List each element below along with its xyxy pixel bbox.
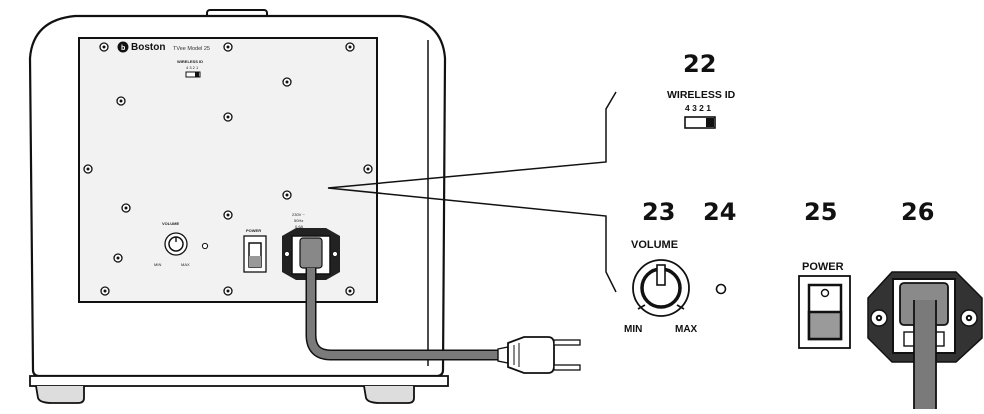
wireless-id-digits: 4 3 2 1 (685, 103, 711, 113)
screw (113, 253, 123, 263)
volume-tick-max (676, 304, 685, 310)
panel-ac-rating-3: 0.6A (295, 224, 304, 229)
panel-max-label: MAX (181, 262, 190, 267)
ac-inlet-screw-left (870, 309, 888, 327)
zoom-leader-lines (327, 91, 617, 293)
brand-name: Boston (131, 42, 165, 53)
wireless-id-label: WIRELESS ID (667, 89, 736, 101)
led-indicator (715, 283, 727, 295)
screw (363, 164, 373, 174)
screw (345, 286, 355, 296)
screw (223, 210, 233, 220)
screw (223, 112, 233, 122)
screw (83, 164, 93, 174)
screw (282, 77, 292, 87)
volume-tick-min (637, 304, 646, 310)
volume-min-label: MIN (624, 324, 642, 335)
brand-logo-icon (117, 41, 129, 53)
callout-number-24: 24 (703, 198, 736, 226)
power-switch-on-mark (820, 288, 830, 298)
brand-logo: b Boston TVee Model 25 (117, 41, 210, 53)
svg-text:b: b (121, 45, 125, 52)
panel-ac-plug (299, 237, 323, 269)
power-cord (305, 268, 581, 374)
panel-ac-rating-1: 230V ~ (292, 212, 305, 217)
callout-number-26: 26 (901, 198, 934, 226)
volume-knob-pointer (656, 264, 666, 286)
panel-wireless-id-label: WIRELESS ID (177, 59, 203, 64)
screw (121, 203, 131, 213)
callout-number-23: 23 (642, 198, 675, 226)
volume-max-label: MAX (675, 324, 698, 335)
panel-min-label: MIN (154, 262, 161, 267)
model-name: TVee Model 25 (173, 46, 210, 52)
callout-ac-inlet: 26 (867, 198, 983, 409)
panel-wireless-digits: 4 3 2 1 (186, 65, 199, 70)
power-switch-rocker (807, 310, 843, 341)
callout-power: 25 POWER (798, 198, 851, 349)
callout-volume: 23 VOLUME MIN MAX (624, 198, 698, 335)
panel-power-label: POWER (246, 228, 261, 233)
screw (223, 42, 233, 52)
panel-screws (83, 42, 373, 296)
power-label: POWER (802, 261, 844, 273)
screw (116, 96, 126, 106)
screw (345, 42, 355, 52)
wireless-id-switch[interactable] (684, 116, 716, 129)
cabinet-base (29, 375, 449, 387)
callout-number-22: 22 (683, 50, 716, 78)
rear-panel: b Boston TVee Model 25 WIRELESS ID 4 3 2… (78, 37, 378, 303)
power-plug-body (507, 336, 555, 374)
wireless-id-switch-toggle (706, 118, 714, 127)
panel-led-indicator (201, 242, 209, 250)
ac-cord (914, 300, 936, 409)
foot-left (35, 385, 85, 404)
volume-label: VOLUME (631, 239, 678, 251)
panel-ac-rating-2: 50Hz (294, 218, 303, 223)
screw (99, 42, 109, 52)
callout-wireless-id: 22 WIRELESS ID 4 3 2 1 (667, 50, 736, 129)
plug-strain-relief (497, 346, 509, 364)
foot-right (363, 385, 415, 404)
panel-volume-label: VOLUME (162, 221, 179, 226)
screw (100, 286, 110, 296)
screw (282, 190, 292, 200)
plug-prong-top (553, 339, 581, 346)
plug-prong-bottom (553, 364, 581, 371)
panel-wireless-id-switch[interactable] (185, 71, 201, 78)
callout-led: 24 (703, 198, 736, 295)
ac-inlet-screw-right (960, 309, 978, 327)
screw (223, 286, 233, 296)
callout-number-25: 25 (804, 198, 837, 226)
